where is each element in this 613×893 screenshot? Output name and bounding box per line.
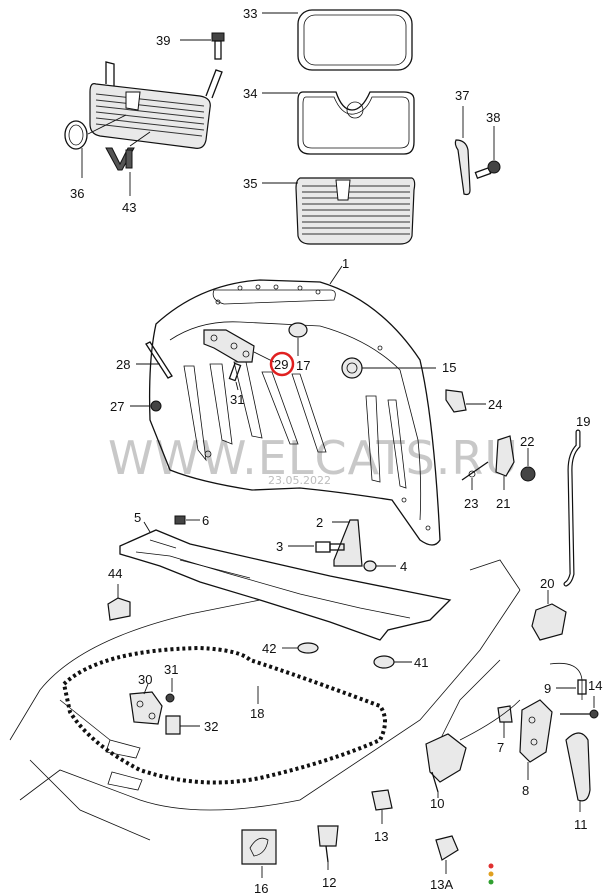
- label-22: 22: [520, 434, 534, 449]
- label-28: 28: [116, 357, 130, 372]
- part-43-emblem[interactable]: [105, 147, 135, 171]
- label-8: 8: [522, 783, 529, 798]
- part-12-clip[interactable]: [317, 825, 339, 863]
- part-38-screw[interactable]: [474, 160, 501, 180]
- label-15: 15: [442, 360, 456, 375]
- part-11-handle[interactable]: [565, 732, 591, 802]
- label-4: 4: [400, 559, 407, 574]
- label-6: 6: [202, 513, 209, 528]
- label-17: 17: [296, 358, 310, 373]
- label-24: 24: [488, 397, 502, 412]
- part-16-cover[interactable]: [241, 829, 277, 865]
- label-13: 13: [374, 829, 388, 844]
- part-31-bolt-lower[interactable]: [165, 693, 175, 703]
- part-7-bracket[interactable]: [497, 705, 513, 723]
- part-31-bolt-upper[interactable]: [228, 362, 242, 382]
- part-28-support-rod[interactable]: [145, 341, 173, 379]
- label-11: 11: [574, 817, 588, 832]
- part-1-hood[interactable]: [148, 279, 441, 546]
- part-9-cable-end[interactable]: [549, 662, 587, 700]
- part-36-ring[interactable]: [64, 120, 88, 150]
- part-8-release-lever[interactable]: [519, 699, 553, 763]
- part-23-cable[interactable]: [461, 461, 489, 481]
- label-42: 42: [262, 641, 276, 656]
- logo-dots: [488, 863, 494, 885]
- label-29: 29: [274, 357, 288, 372]
- label-12: 12: [322, 875, 336, 890]
- part-44-buffer[interactable]: [107, 597, 131, 621]
- label-21: 21: [496, 496, 510, 511]
- label-14: 14: [588, 678, 602, 693]
- label-31-lower: 31: [164, 662, 178, 677]
- label-33: 33: [243, 6, 257, 21]
- part-30-lock[interactable]: [129, 691, 163, 725]
- part-13a-clip[interactable]: [435, 835, 459, 861]
- label-19: 19: [576, 414, 590, 429]
- part-6-clip[interactable]: [174, 515, 186, 525]
- label-32: 32: [204, 719, 218, 734]
- label-10: 10: [430, 796, 444, 811]
- label-16: 16: [254, 881, 268, 893]
- label-13a: 13A: [430, 877, 453, 892]
- label-44: 44: [108, 566, 122, 581]
- part-5-cowl-panel[interactable]: [119, 529, 452, 641]
- label-2: 2: [316, 515, 323, 530]
- part-37-strip[interactable]: [454, 139, 471, 196]
- label-3: 3: [276, 539, 283, 554]
- part-41-plug[interactable]: [373, 655, 395, 669]
- part-27-nut[interactable]: [150, 400, 162, 412]
- label-36: 36: [70, 186, 84, 201]
- body-outline: [9, 559, 521, 841]
- part-34-frame[interactable]: [297, 91, 415, 155]
- label-30: 30: [138, 672, 152, 687]
- part-22-nut[interactable]: [520, 466, 536, 482]
- label-23: 23: [464, 496, 478, 511]
- part-35-grille[interactable]: [295, 177, 416, 245]
- part-39-bolt[interactable]: [211, 32, 225, 60]
- watermark-date: 23.05.2022: [268, 474, 331, 487]
- part-4-plug[interactable]: [363, 560, 377, 572]
- label-27: 27: [110, 399, 124, 414]
- label-41: 41: [414, 655, 428, 670]
- label-34: 34: [243, 86, 257, 101]
- label-5: 5: [134, 510, 141, 525]
- part-19-prop-rod[interactable]: [563, 429, 581, 587]
- label-31-upper: 31: [230, 392, 244, 407]
- part-18-hood-seal[interactable]: [61, 645, 387, 785]
- part-20-holder[interactable]: [531, 603, 567, 641]
- part-29-lock-bracket[interactable]: [203, 329, 255, 363]
- part-2-bracket[interactable]: [333, 519, 363, 567]
- label-43: 43: [122, 200, 136, 215]
- highlight-circle: [269, 351, 295, 377]
- part-10-cable-guide[interactable]: [425, 699, 521, 793]
- label-18: 18: [250, 706, 264, 721]
- part-21-hinge[interactable]: [495, 435, 515, 477]
- part-13-clip[interactable]: [371, 789, 393, 811]
- part-17-bump-stop[interactable]: [288, 322, 308, 338]
- part-33-seal[interactable]: [297, 9, 413, 71]
- part-24-clip[interactable]: [445, 389, 467, 413]
- part-grille-left[interactable]: [89, 61, 223, 149]
- label-35: 35: [243, 176, 257, 191]
- part-42-plug[interactable]: [297, 642, 319, 654]
- part-3-bolt[interactable]: [315, 541, 345, 553]
- part-14-screw[interactable]: [560, 709, 599, 719]
- part-32-plate[interactable]: [165, 715, 181, 735]
- label-7: 7: [497, 740, 504, 755]
- label-20: 20: [540, 576, 554, 591]
- label-1: 1: [342, 256, 349, 271]
- part-15-grommet[interactable]: [341, 357, 363, 379]
- label-38: 38: [486, 110, 500, 125]
- watermark-text: WWW.ELCATS.RU: [108, 431, 519, 485]
- label-9: 9: [544, 681, 551, 696]
- label-37: 37: [455, 88, 469, 103]
- label-39: 39: [156, 33, 170, 48]
